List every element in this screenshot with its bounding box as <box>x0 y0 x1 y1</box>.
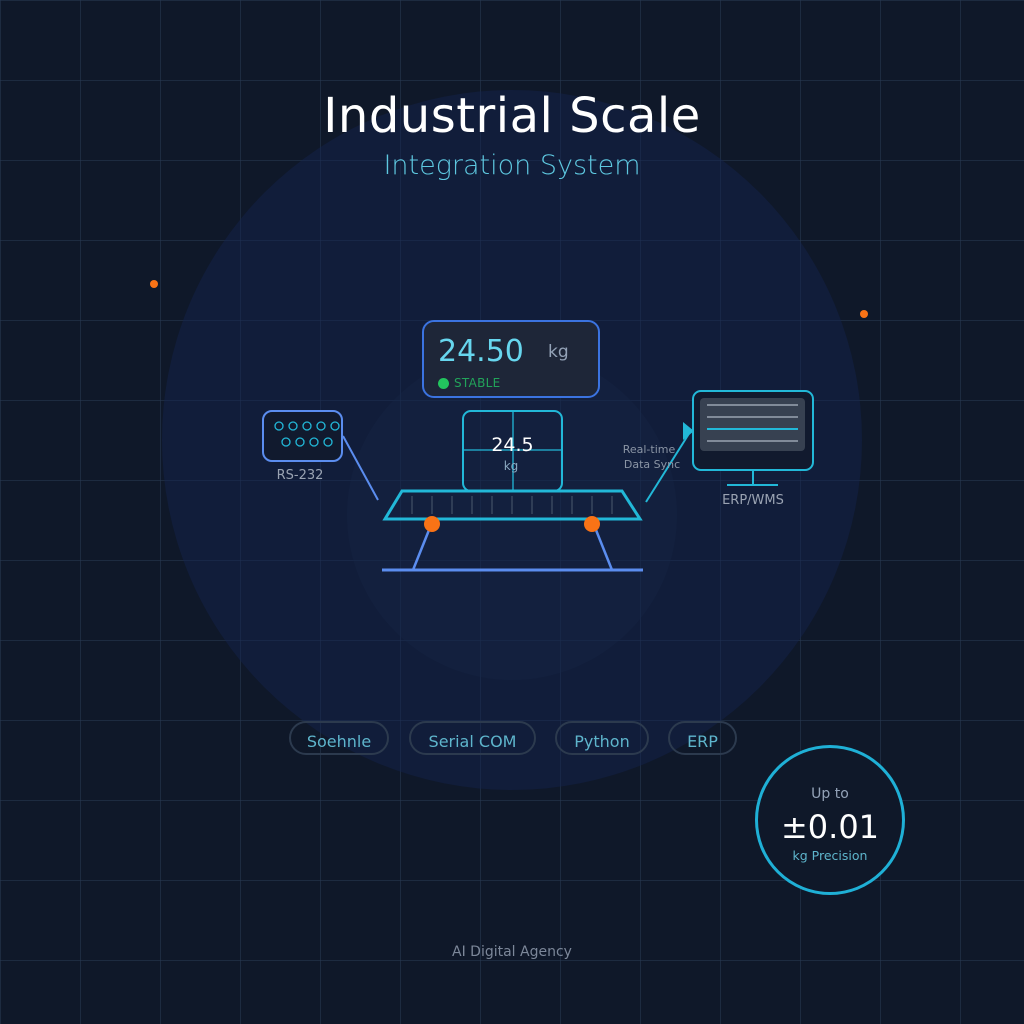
tech-tags: Soehnle Serial COM Python ERP <box>0 721 1024 761</box>
status-dot-icon <box>438 377 449 389</box>
precision-caption: kg Precision <box>792 848 868 863</box>
tag-serial-com: Serial COM <box>409 721 536 755</box>
data-sync-arrow-icon <box>645 422 694 503</box>
tag-erp: ERP <box>668 721 737 755</box>
tag-soehnle: Soehnle <box>289 721 389 755</box>
erp-monitor-icon <box>692 390 814 486</box>
scale-platform <box>382 489 643 521</box>
weight-unit: kg <box>548 342 569 362</box>
precision-prefix: Up to <box>811 786 849 802</box>
footer-brand: AI Digital Agency <box>452 944 572 960</box>
sync-label: Real-time Data Sync <box>612 442 686 472</box>
box-weight-unit: kg <box>503 459 519 473</box>
weight-value: 24.50 <box>438 334 524 369</box>
load-cell-left-icon <box>424 516 440 532</box>
scale-base <box>382 529 643 572</box>
status-indicator: STABLE <box>438 376 501 390</box>
orange-particle-left <box>150 280 158 288</box>
sync-label-line2: Data Sync <box>623 458 681 471</box>
erp-label: ERP/WMS <box>722 493 784 508</box>
orange-particle-right <box>860 310 868 318</box>
serial-cable <box>342 435 379 501</box>
background-glow-inner <box>347 350 677 680</box>
status-text: STABLE <box>454 376 501 390</box>
serial-port-label: RS-232 <box>276 468 324 483</box>
sync-label-line1: Real-time <box>622 443 676 456</box>
page-title: Industrial Scale <box>323 88 701 144</box>
tag-python: Python <box>555 721 649 755</box>
page-subtitle: Integration System <box>383 150 641 181</box>
load-cell-right-icon <box>584 516 600 532</box>
precision-value: ±0.01 <box>780 808 880 846</box>
precision-badge: Up to ±0.01 kg Precision <box>755 745 905 895</box>
serial-port-icon <box>262 410 343 462</box>
box-weight-value: 24.5 <box>491 434 534 456</box>
weight-readout-panel: 24.50 kg STABLE <box>422 320 600 398</box>
